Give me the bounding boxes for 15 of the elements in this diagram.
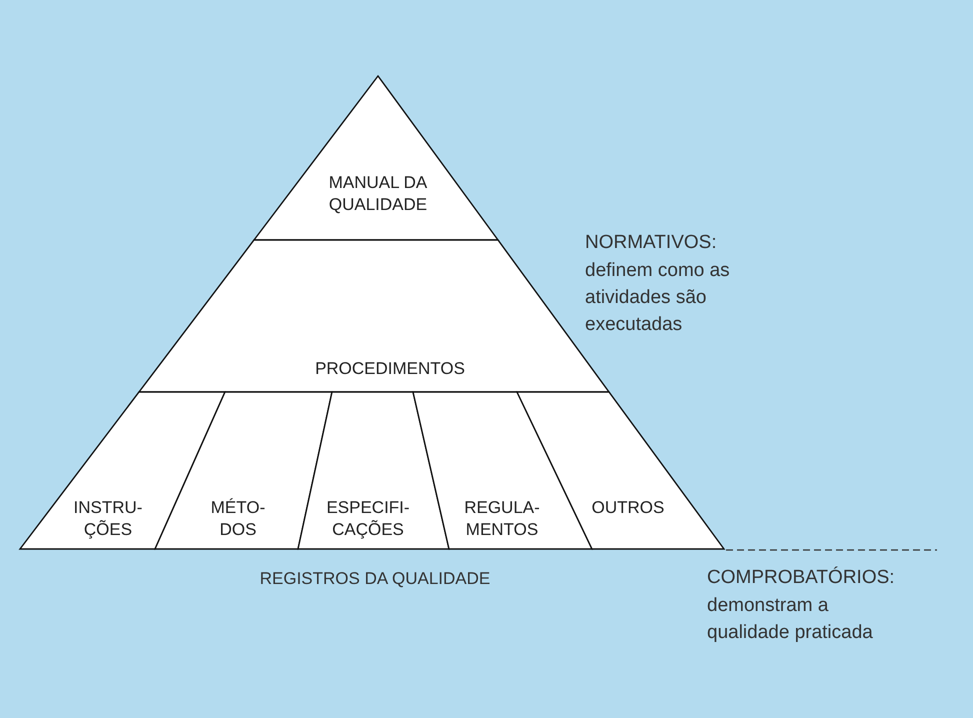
tier-label: ESPECIFI- CAÇÕES <box>325 497 411 541</box>
pyramid-segment <box>413 392 592 549</box>
tier-label: INSTRU- ÇÕES <box>72 497 144 541</box>
category-description: definem como as atividades são executadas <box>585 259 731 337</box>
pyramid-tier <box>254 76 498 240</box>
category-heading: NORMATIVOS: <box>585 231 718 255</box>
tier-label: OUTROS <box>590 497 666 519</box>
pyramid-segment <box>298 392 449 549</box>
tier-label: MANUAL DA QUALIDADE <box>328 172 428 216</box>
category-description: demonstram a qualidade praticada <box>707 594 874 645</box>
tier-label: MÉTO- DOS <box>210 497 266 541</box>
tier-label: REGULA- MENTOS <box>463 497 541 541</box>
base-caption: REGISTROS DA QUALIDADE <box>258 568 492 590</box>
tier-label: PROCEDIMENTOS <box>314 358 466 380</box>
category-heading: COMPROBATÓRIOS: <box>707 566 896 590</box>
